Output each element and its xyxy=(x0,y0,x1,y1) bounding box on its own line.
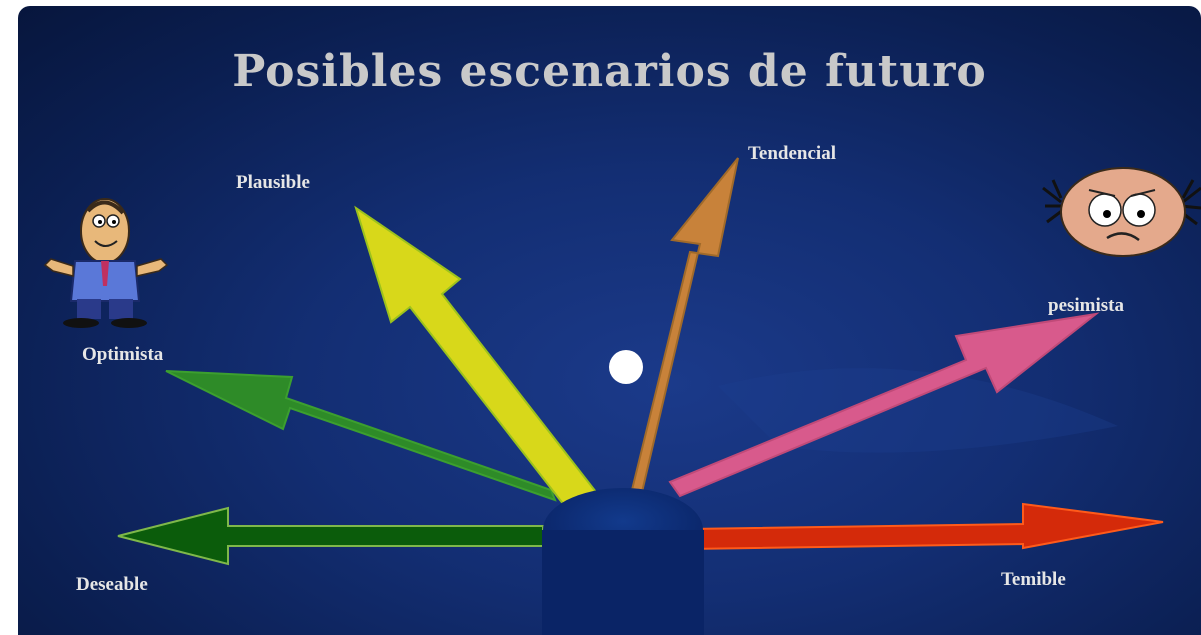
arrow-optimista xyxy=(165,370,557,502)
center-hub-base xyxy=(542,530,704,635)
arrow-deseable xyxy=(117,506,544,566)
diagram-canvas xyxy=(43,157,1201,635)
label-deseable: Deseable xyxy=(76,574,148,595)
arrow-plausible xyxy=(354,205,598,507)
slide: Posibles escenarios de futuro Deseable O… xyxy=(18,6,1201,635)
label-pesimista: pesimista xyxy=(1048,295,1124,316)
label-tendencial: Tendencial xyxy=(748,143,836,164)
label-plausible: Plausible xyxy=(236,172,310,193)
worried-face-icon xyxy=(1042,167,1201,257)
arrow-tendencial xyxy=(630,157,739,494)
arrow-temible xyxy=(687,502,1164,551)
businessman-happy-icon xyxy=(43,198,169,328)
page-title: Posibles escenarios de futuro xyxy=(232,46,987,97)
label-optimista: Optimista xyxy=(82,344,164,365)
label-temible: Temible xyxy=(1001,569,1066,590)
arrow-pesimista xyxy=(668,312,1100,498)
white-dot xyxy=(609,350,643,384)
